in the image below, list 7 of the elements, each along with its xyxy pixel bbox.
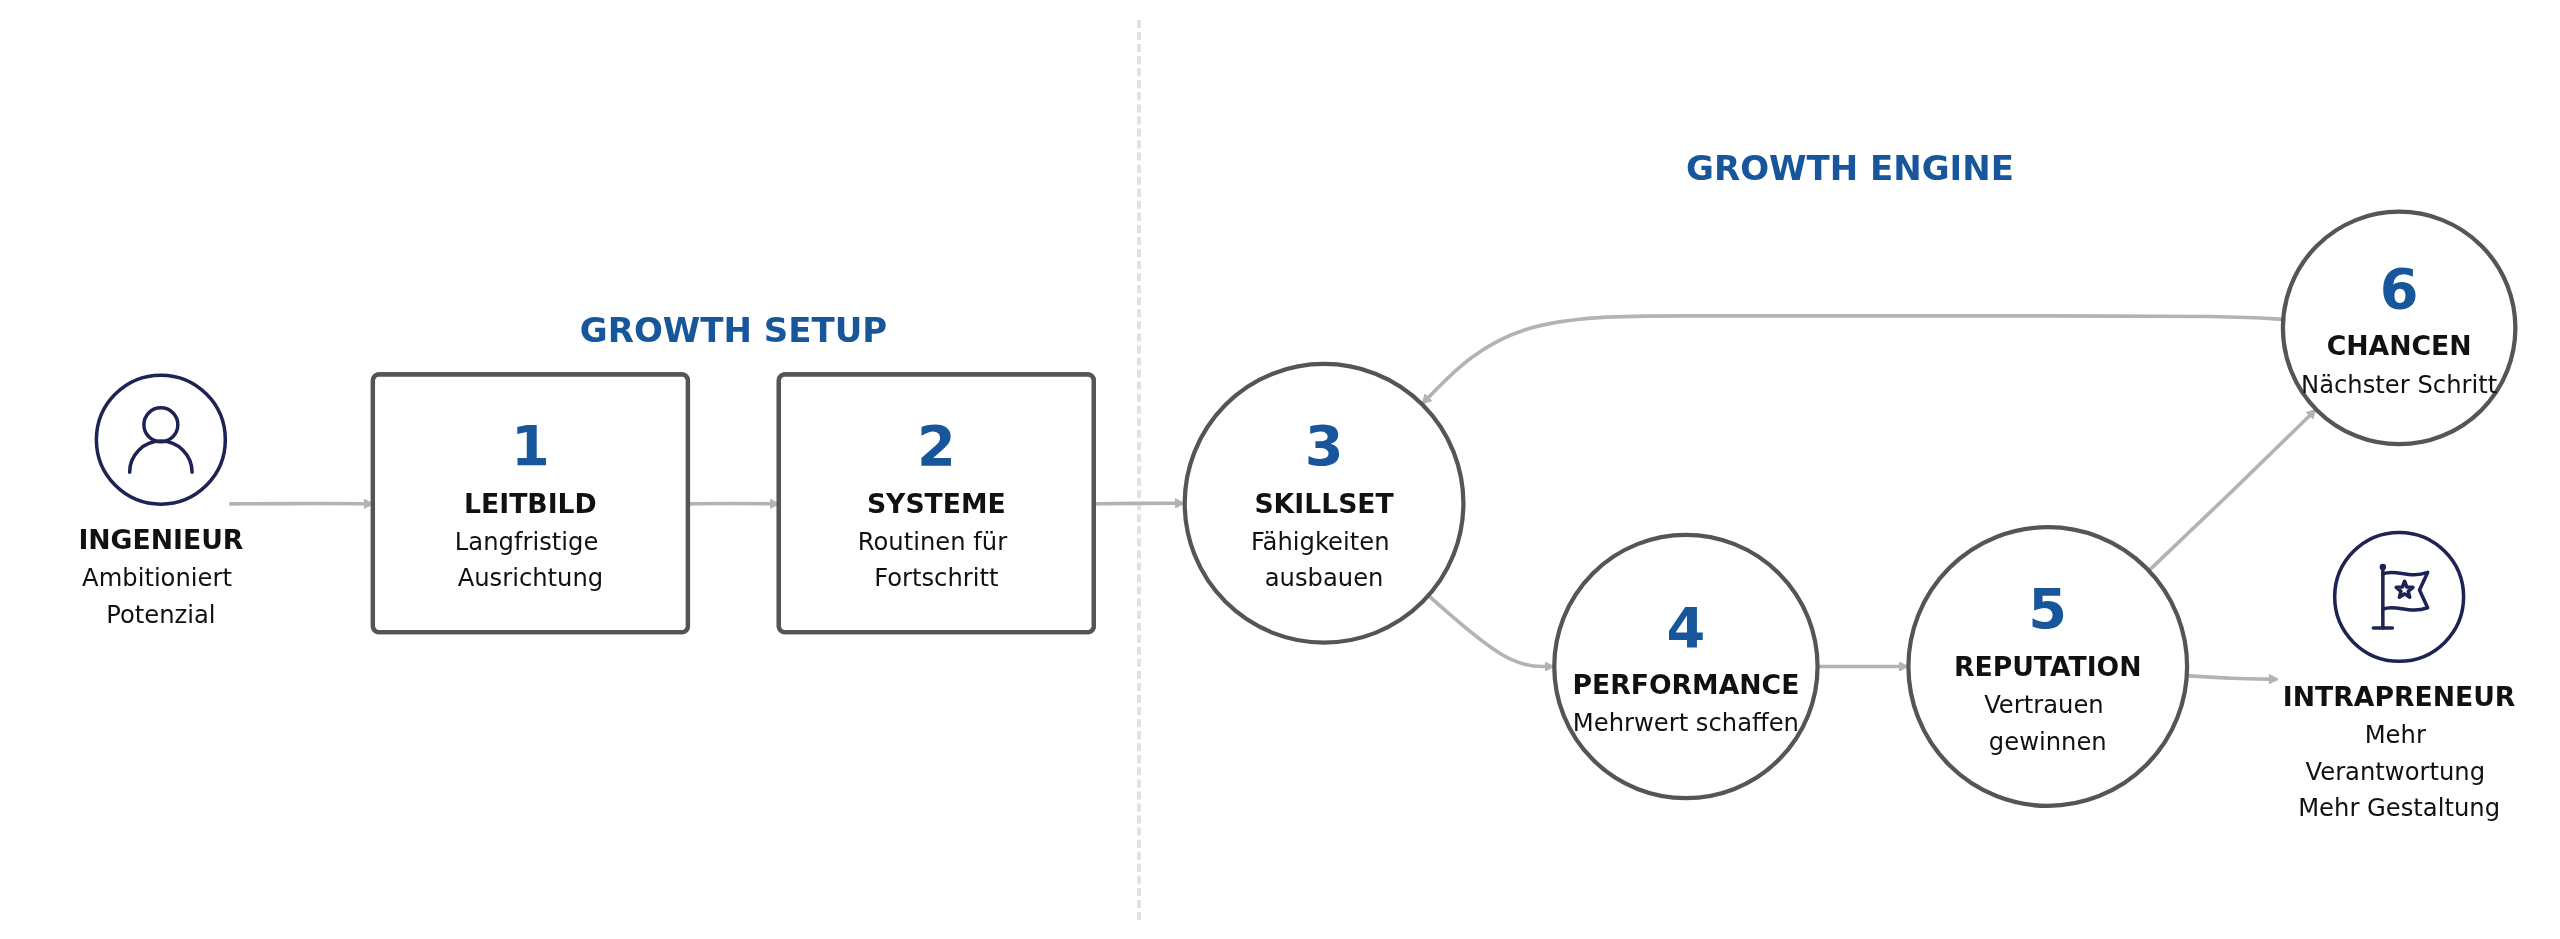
node-circle: 6 CHANCEN Nächster Schritt (2280, 209, 2518, 447)
node-circle: 5 REPUTATION Vertrauen gewinnen (1906, 525, 2190, 808)
section-heading: GROWTH ENGINE (1686, 147, 2014, 188)
node-circle: 3 SKILLSET Fähigkeiten ausbauen (1182, 361, 1466, 645)
node-circle: 4 PERFORMANCE Mehrwert schaffen (1552, 532, 1820, 801)
arrow (2147, 408, 2317, 572)
section-heading: GROWTH SETUP (579, 310, 888, 351)
